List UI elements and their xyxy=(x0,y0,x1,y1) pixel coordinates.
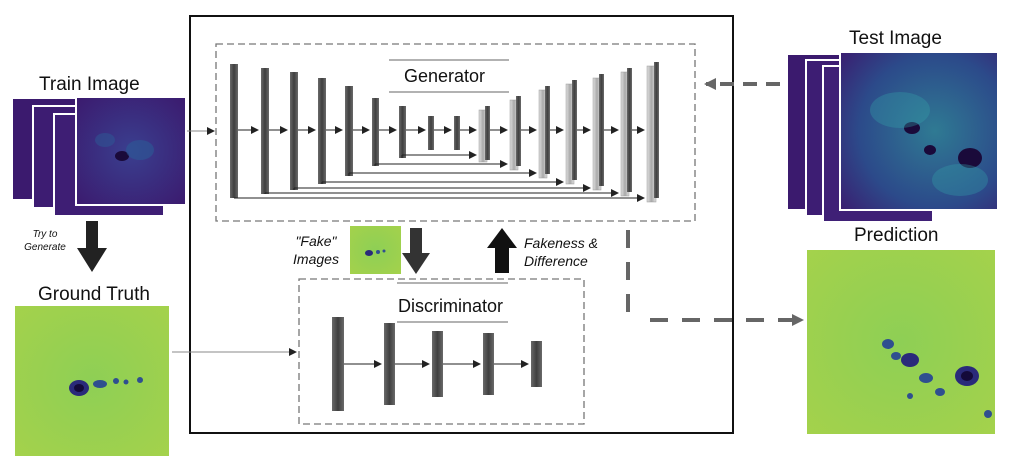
down-arrow-icon xyxy=(402,228,430,274)
fakeness-difference-label: Fakeness & Difference xyxy=(524,234,614,270)
fakeness-line-2: Difference xyxy=(524,253,588,269)
disc-layer xyxy=(384,323,395,405)
test-image-label: Test Image xyxy=(849,28,942,49)
disc-layer xyxy=(531,341,542,387)
disc-layer xyxy=(483,333,494,395)
fake-line-1: "Fake" xyxy=(295,233,337,249)
fake-line-2: Images xyxy=(293,251,339,267)
decoder-layer xyxy=(627,68,632,192)
encoder-layer xyxy=(290,72,298,190)
generator-title: Generator xyxy=(404,66,486,86)
decoder-layer xyxy=(545,86,550,174)
disc-layer xyxy=(432,331,443,397)
discriminator-box xyxy=(298,278,585,425)
train-image-stack xyxy=(11,96,187,217)
connectors xyxy=(172,78,804,356)
discriminator-title: Discriminator xyxy=(398,296,504,316)
bottleneck-layer xyxy=(454,116,460,150)
fakeness-line-1: Fakeness & xyxy=(524,235,598,251)
encoder-layer xyxy=(399,106,406,158)
disc-layer xyxy=(332,317,344,411)
ground-truth-label: Ground Truth xyxy=(38,284,150,305)
down-arrow-icon xyxy=(77,221,107,272)
try-to-generate-label: Try to Generate xyxy=(17,228,73,254)
output-layer xyxy=(654,62,659,198)
ground-truth-image xyxy=(15,306,169,456)
decoder-layer xyxy=(599,74,604,186)
decoder-layer xyxy=(572,80,577,180)
up-arrow-icon xyxy=(487,228,517,273)
prediction-image xyxy=(807,250,995,434)
decoder-layer xyxy=(516,96,521,166)
test-image-stack xyxy=(786,51,999,223)
encoder-layer xyxy=(428,116,434,150)
decoder-layer xyxy=(485,106,490,160)
test-image xyxy=(839,51,999,211)
discriminator-network xyxy=(332,317,542,411)
try-line-2: Generate xyxy=(24,242,66,253)
train-image-label: Train Image xyxy=(39,74,140,95)
try-line-1: Try to xyxy=(32,229,58,240)
encoder-layer xyxy=(261,68,269,194)
encoder-layer xyxy=(230,64,238,198)
fake-images-label: "Fake" Images xyxy=(283,232,349,268)
encoder-layer xyxy=(372,98,379,166)
fake-image-thumbnail xyxy=(350,226,401,274)
prediction-label: Prediction xyxy=(854,225,939,246)
encoder-layer xyxy=(318,78,326,184)
generator-network xyxy=(230,62,659,203)
generator-box xyxy=(215,43,696,222)
main-frame xyxy=(189,15,734,434)
encoder-layer xyxy=(345,86,353,176)
